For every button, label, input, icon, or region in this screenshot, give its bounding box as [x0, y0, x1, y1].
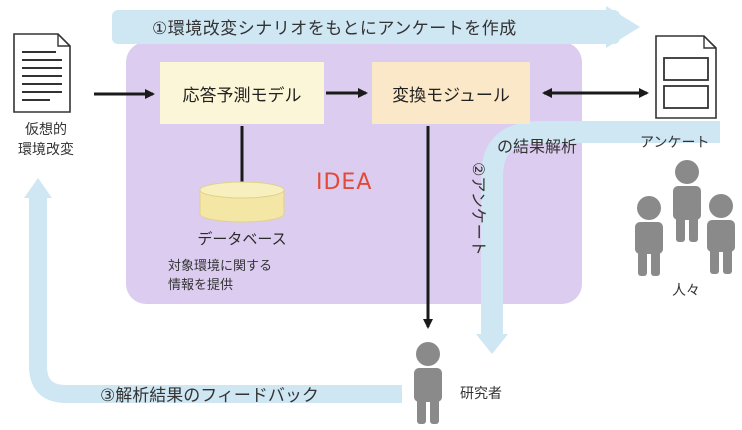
conversion-module-box: 変換モジュール	[372, 62, 530, 124]
document-icon	[13, 33, 71, 113]
scenario-label: 仮想的 環境改変	[6, 120, 86, 160]
conversion-module-label: 変換モジュール	[392, 85, 510, 106]
scenario-label-line2: 環境改変	[18, 142, 74, 158]
system-name: IDEA	[316, 170, 373, 195]
people-icon	[635, 160, 735, 276]
researcher-label: 研究者	[460, 386, 502, 402]
database-description: 対象環境に関する 情報を提供	[168, 257, 272, 295]
people-label: 人々	[672, 283, 700, 299]
flow-band-top	[112, 6, 640, 48]
scenario-label-line1: 仮想的	[25, 122, 67, 138]
flow-band-right-head	[476, 334, 508, 354]
flow-label-result-analysis: の結果解析	[497, 137, 578, 156]
flow-label-questionnaire: ②アンケート	[469, 162, 488, 256]
flow-band-bottom	[29, 196, 402, 403]
prediction-model-box: 応答予測モデル	[160, 62, 324, 124]
researcher-icon	[414, 342, 442, 424]
flow-band-bottom-head	[24, 178, 52, 198]
flow-label-create-questionnaire: ①環境改変シナリオをもとにアンケートを作成	[152, 19, 517, 39]
flow-band-right	[481, 121, 720, 338]
database-icon	[199, 181, 285, 223]
questionnaire-icon	[655, 35, 717, 119]
questionnaire-label: アンケート	[640, 135, 710, 151]
flow-label-feedback: ③解析結果のフィードバック	[100, 386, 319, 406]
database-description-line1: 対象環境に関する	[168, 259, 273, 274]
prediction-model-label: 応答予測モデル	[182, 85, 302, 106]
database-label: データベース	[197, 230, 287, 248]
database-description-line2: 情報を提供	[168, 278, 234, 293]
